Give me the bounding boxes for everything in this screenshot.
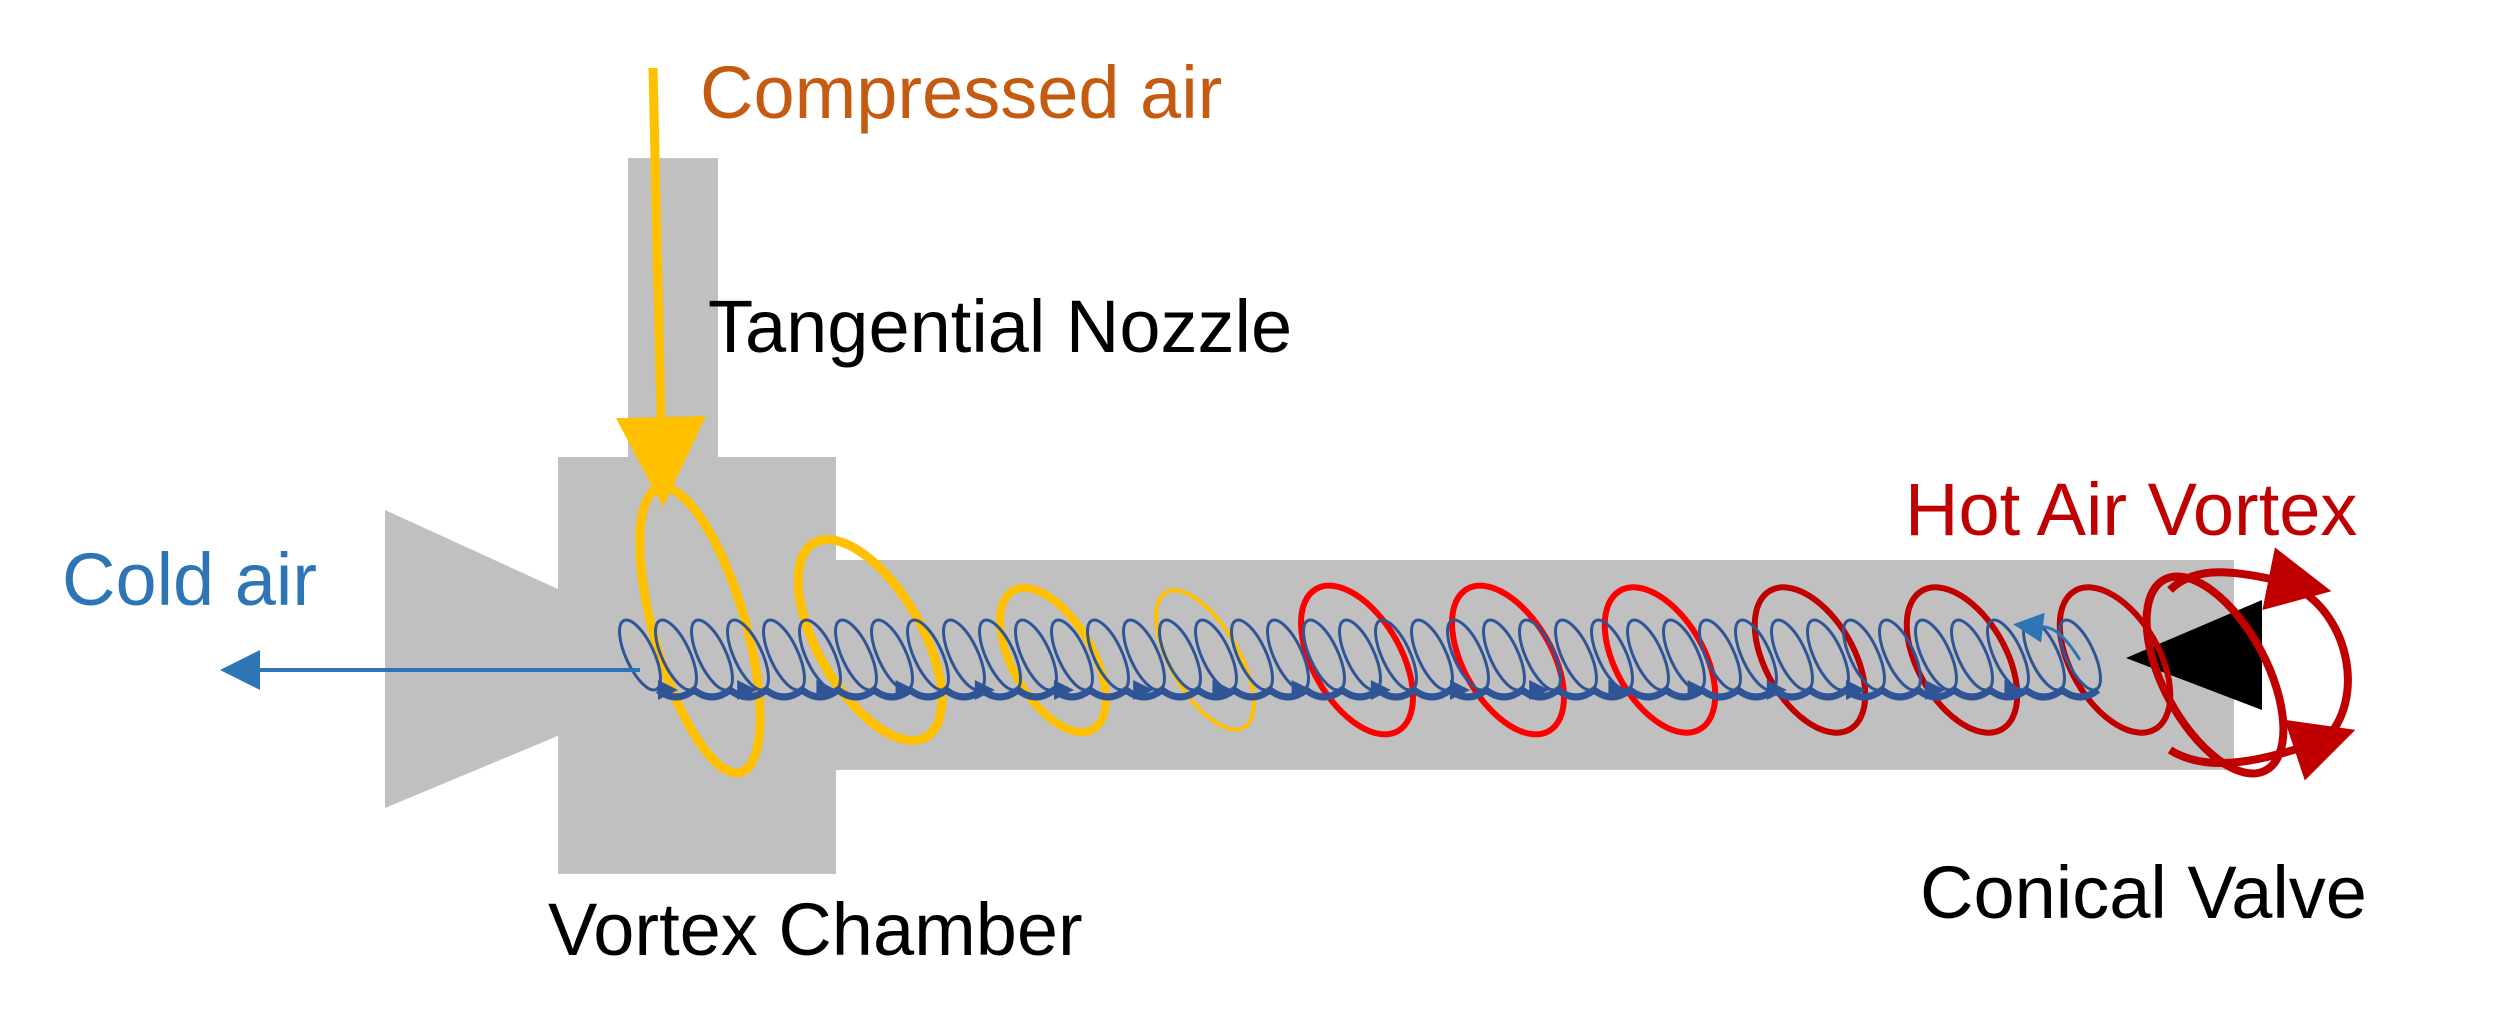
hot-swirl-arrow-top bbox=[2167, 547, 2332, 611]
red-loop bbox=[1298, 582, 1416, 738]
red-loop bbox=[2056, 584, 2174, 736]
vortex-chamber-body bbox=[558, 457, 836, 874]
cold-vortex-arrowhead bbox=[1450, 680, 1470, 700]
tube-body bbox=[385, 158, 2234, 874]
red-loop bbox=[1751, 584, 1869, 736]
cold-vortex-arrowhead bbox=[1212, 680, 1233, 700]
cold-vortex-arrowheads bbox=[658, 680, 2025, 700]
cold-vortex-arrowhead bbox=[895, 680, 916, 700]
hot-swirl-arrow-bottom bbox=[2167, 719, 2356, 781]
cold-vortex-arrowhead bbox=[1529, 680, 1550, 700]
cold-vortex-arrowhead bbox=[1846, 680, 1866, 700]
cold-vortex-arrowhead bbox=[1687, 680, 1708, 700]
tangential-nozzle-label: Tangential Nozzle bbox=[708, 285, 1292, 368]
cold-vortex-arrowhead bbox=[1925, 680, 1946, 700]
cold-vortex-arrowhead bbox=[816, 680, 837, 700]
cold-vortex-arrowhead bbox=[974, 680, 995, 700]
cold-vortex-loop bbox=[618, 618, 662, 692]
cold-vortex-arrowhead bbox=[1133, 680, 1154, 700]
conical-valve bbox=[2126, 600, 2262, 710]
tangential-nozzle-body bbox=[628, 158, 718, 458]
hot-air-swirl bbox=[2142, 547, 2356, 781]
cold-outlet-cone bbox=[385, 510, 560, 808]
cold-vortex-arrowhead bbox=[1291, 680, 1312, 700]
cold-vortex-arrowhead bbox=[1608, 680, 1629, 700]
compressed-air-arrow bbox=[615, 67, 706, 507]
red-loop bbox=[1903, 584, 2021, 736]
compressed-air-label: Compressed air bbox=[700, 51, 1222, 134]
cold-vortex-arrowhead bbox=[1054, 680, 1074, 700]
cold-vortex-arrowhead bbox=[658, 680, 678, 700]
cold-vortex-arrowhead bbox=[1766, 680, 1787, 700]
conical-valve-label: Conical Valve bbox=[1920, 851, 2367, 934]
cold-air-label: Cold air bbox=[62, 538, 317, 621]
vortex-chamber-label: Vortex Chamber bbox=[548, 888, 1083, 971]
red-loop bbox=[1601, 584, 1719, 736]
return-flow-arrow bbox=[2013, 612, 2082, 661]
cold-vortex-arrowhead bbox=[1370, 680, 1391, 700]
cold-vortex-arrowhead bbox=[2004, 680, 2025, 700]
hot-swirl-outer-right bbox=[2297, 586, 2352, 743]
hot-swirl-loop bbox=[2142, 572, 2288, 778]
cold-vortex-arrowhead bbox=[737, 680, 758, 700]
hot-air-vortex-label: Hot Air Vortex bbox=[1905, 468, 2357, 551]
yellow-loop bbox=[793, 535, 947, 745]
red-vortex-loops bbox=[1298, 582, 2174, 738]
